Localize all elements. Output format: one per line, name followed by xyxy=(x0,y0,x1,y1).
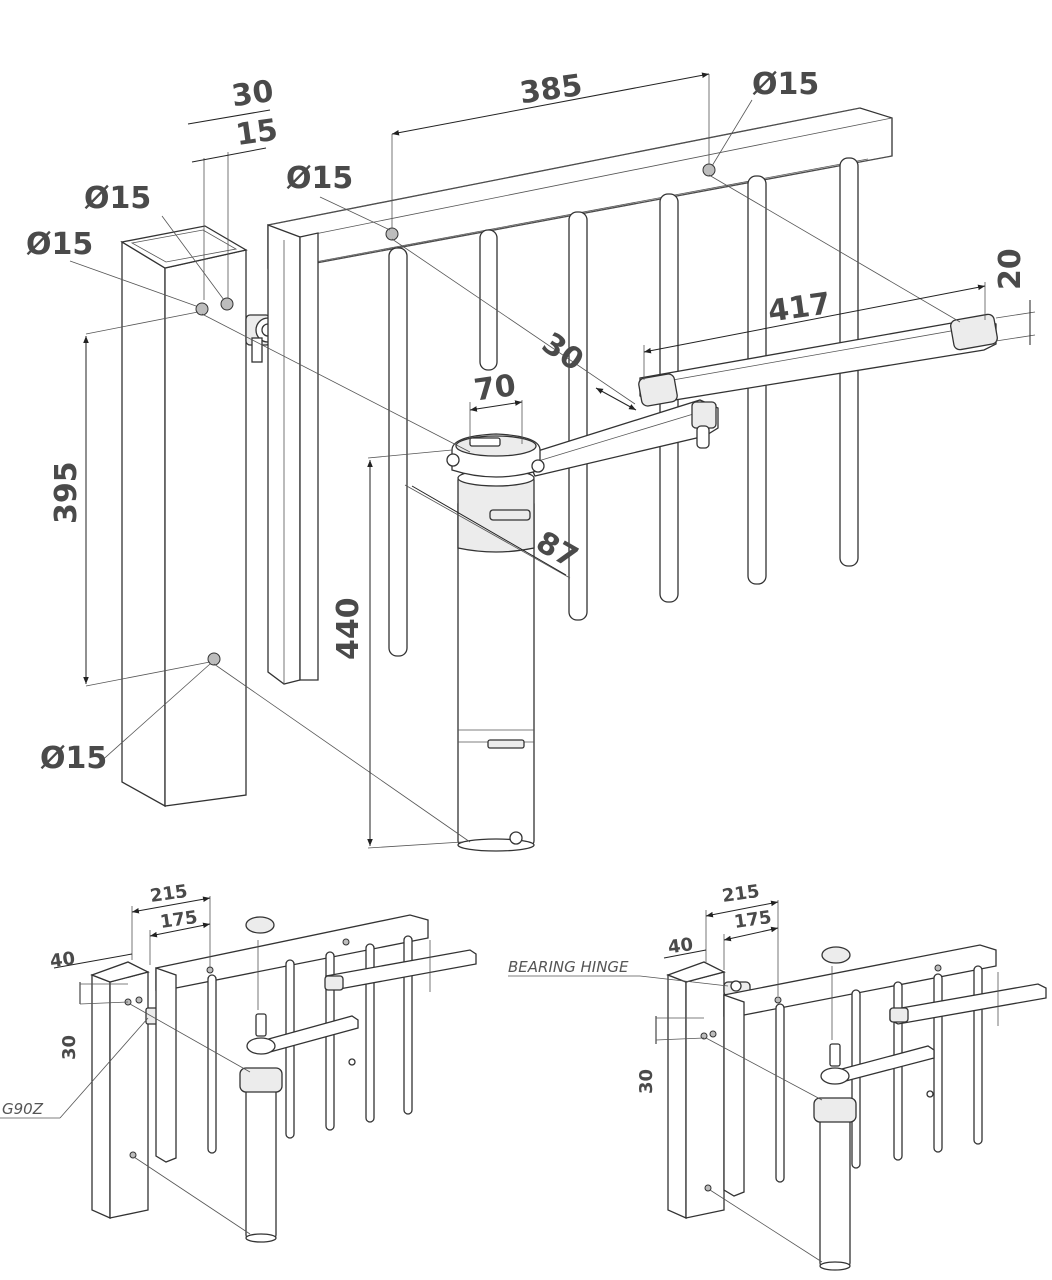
gate-frame xyxy=(267,107,893,685)
dim-417: 417 xyxy=(766,286,833,329)
right-dim-175: 175 xyxy=(733,907,773,933)
left-detail-drawing: 215 175 40 30 G90Z xyxy=(0,881,477,1243)
dim-line-30-mid xyxy=(595,387,637,411)
post-hole-top-right xyxy=(220,297,234,311)
dim-30-top: 30 xyxy=(230,74,276,114)
dim-line-30-top xyxy=(187,109,271,125)
left-hinge-label: G90Z xyxy=(2,1100,44,1118)
dim-440: 440 xyxy=(331,597,366,660)
dim-line-385 xyxy=(391,72,710,136)
post-hole-top-left xyxy=(195,302,209,316)
gate-hole-right xyxy=(702,163,716,177)
operator-body xyxy=(446,433,545,852)
dim-dia-gate-right: Ø15 xyxy=(752,67,819,102)
left-dim-40: 40 xyxy=(49,948,77,972)
dim-line-87 xyxy=(411,485,567,576)
dim-dia-gate-left: Ø15 xyxy=(286,161,353,196)
dim-dia-post-left: Ø15 xyxy=(26,227,93,262)
dim-line-417 xyxy=(643,284,986,354)
gate-hole-left xyxy=(385,227,399,241)
dimension-lines xyxy=(83,72,1031,846)
dim-15-top: 15 xyxy=(234,113,280,153)
dim-line-70 xyxy=(469,400,523,412)
gate-post xyxy=(120,225,248,808)
dim-dia-post-bottom: Ø15 xyxy=(40,741,107,776)
dim-70: 70 xyxy=(472,368,518,408)
left-dim-175: 175 xyxy=(159,907,199,933)
right-dim-215: 215 xyxy=(721,881,761,907)
right-detail-drawing: 215 175 40 30 BEARING HINGE xyxy=(508,881,1047,1271)
right-dim-40: 40 xyxy=(667,934,695,958)
dim-385: 385 xyxy=(518,68,585,111)
left-dim-215: 215 xyxy=(149,881,189,907)
dim-395: 395 xyxy=(49,461,84,524)
main-drawing: 385 30 15 Ø15 Ø15 Ø15 Ø15 Ø15 417 20 30 … xyxy=(26,67,1036,852)
dim-line-15-top xyxy=(191,147,267,163)
left-dim-30: 30 xyxy=(59,1035,80,1060)
dim-dia-post-top: Ø15 xyxy=(84,181,151,216)
dim-20: 20 xyxy=(993,248,1028,290)
post-hole-bottom xyxy=(207,652,221,666)
right-dim-30: 30 xyxy=(636,1069,657,1094)
right-hinge-label: BEARING HINGE xyxy=(508,958,629,976)
gate-bars xyxy=(388,157,859,657)
